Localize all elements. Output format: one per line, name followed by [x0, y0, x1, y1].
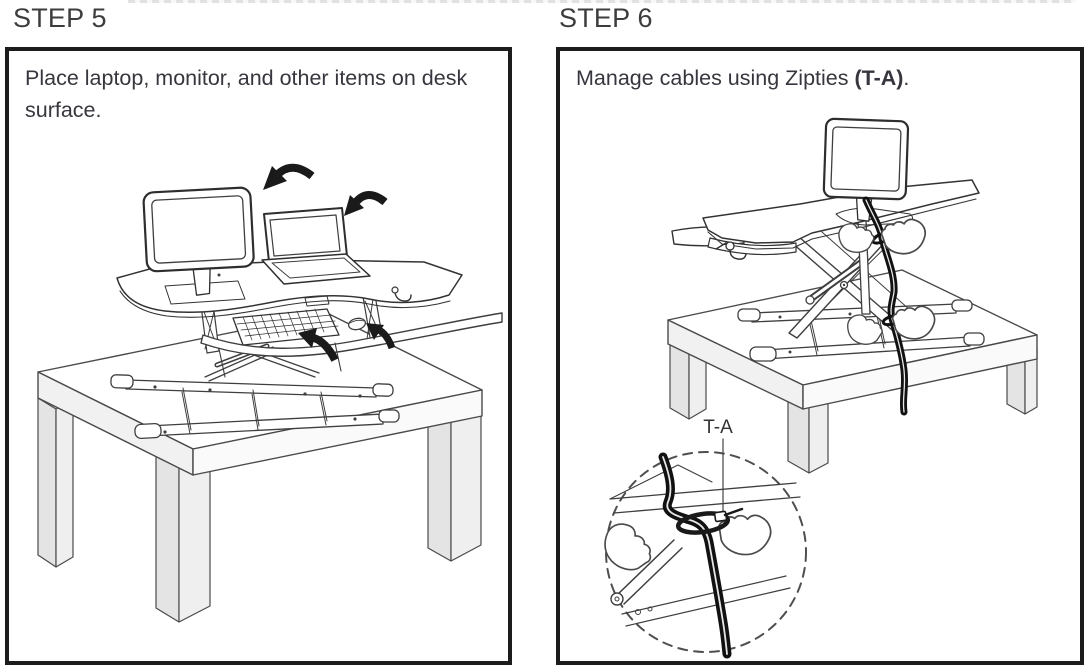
laptop-illustration	[261, 207, 371, 285]
monitor-illustration	[822, 117, 910, 222]
step5-panel: Place laptop, monitor, and other items o…	[5, 47, 512, 665]
curved-arrow-icon	[366, 323, 396, 350]
step6-ziptie-part-code: (T-A)	[854, 66, 904, 90]
step5-title: STEP 5	[13, 3, 107, 33]
step6-illustration: T-A	[595, 117, 1038, 659]
riser-base-illustration	[110, 343, 400, 440]
table-illustration	[37, 312, 483, 623]
ziptie-illustration	[675, 507, 744, 535]
curved-arrow-icon	[344, 191, 388, 216]
step6-title: STEP 6	[559, 3, 653, 33]
step6-instruction: Manage cables using Zipties (T-A).	[576, 62, 1072, 94]
step5-illustration	[37, 163, 503, 623]
mouse-illustration	[347, 317, 367, 331]
step6-panel: Manage cables using Zipties (T-A).	[556, 47, 1084, 665]
step6-instruction-prefix: Manage cables using Zipties	[576, 66, 855, 90]
curved-arrow-icon	[298, 328, 339, 362]
page-crop-artifact-strip	[128, 0, 1076, 3]
curved-arrow-icon	[263, 163, 315, 190]
monitor-illustration	[142, 186, 255, 296]
ta-label: T-A	[703, 417, 733, 438]
riser-deck-illustration	[671, 179, 980, 260]
step6-instruction-suffix: .	[903, 66, 910, 90]
step5-instruction: Place laptop, monitor, and other items o…	[25, 66, 468, 122]
ziptie-detail-callout: T-A	[595, 417, 807, 659]
